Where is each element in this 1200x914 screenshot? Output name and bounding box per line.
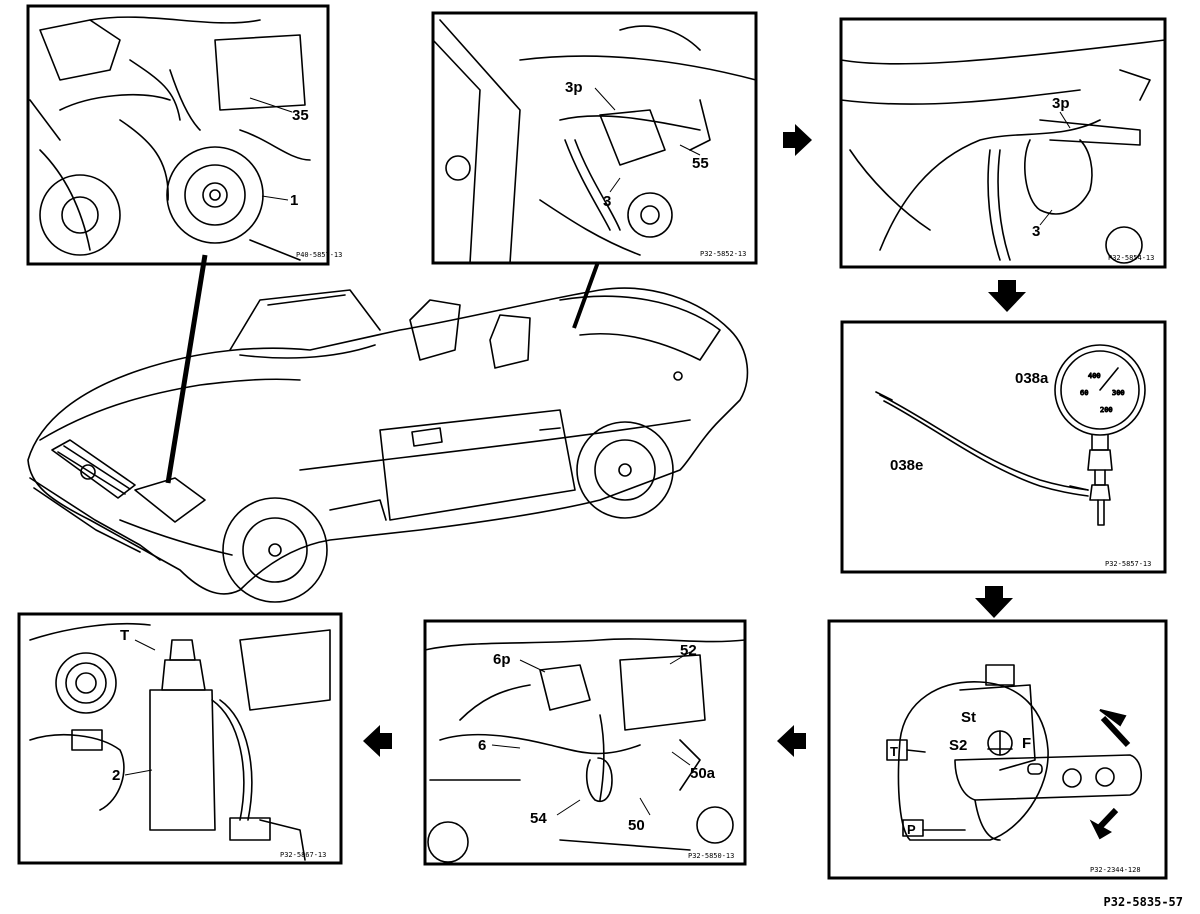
panel-engine: 35 1 P40-5857-13 <box>26 4 342 266</box>
panel-gauge: 400 60 300 200 038a 038e P32-5857-13 <box>840 320 1167 574</box>
panel-selector: St S2 F T P P32-2344-128 <box>827 619 1168 880</box>
panel-reservoir-ref: P32-5867-13 <box>280 851 326 859</box>
panel-reservoir-label-2: 2 <box>112 767 120 784</box>
arrow-left-icon <box>363 725 392 757</box>
panel-selector-label-p: P <box>907 822 916 837</box>
arrow-right-icon <box>783 124 812 156</box>
svg-text:60: 60 <box>1080 389 1088 397</box>
panel-gauge-label-038a: 038a <box>1015 370 1049 387</box>
panel-pump: 6p 52 6 50a 54 50 P32-5850-13 <box>423 619 747 866</box>
panel-selector-label-s2: S2 <box>949 737 967 754</box>
panel-engine-label-35: 35 <box>292 107 309 124</box>
panel-rear-ref: P32-5852-13 <box>700 250 746 258</box>
panel-pump-label-52: 52 <box>680 642 697 659</box>
panel-pump-ref: P32-5850-13 <box>688 852 734 860</box>
panel-rear-label-3: 3 <box>603 193 611 210</box>
panel-pump-label-50a: 50a <box>690 765 716 782</box>
panel-selector-label-st: St <box>961 709 976 726</box>
car-illustration <box>27 254 749 603</box>
panel-pump-label-54: 54 <box>530 810 547 827</box>
panel-valve: 3p 3 P32-5854-13 <box>839 17 1167 269</box>
panel-engine-label-1: 1 <box>290 192 298 209</box>
panel-gauge-label-038e: 038e <box>890 457 923 474</box>
figure-reference: P32-5835-57 <box>1104 895 1183 909</box>
svg-text:300: 300 <box>1112 389 1125 397</box>
svg-text:400: 400 <box>1088 372 1101 380</box>
panel-valve-label-3: 3 <box>1032 223 1040 240</box>
svg-text:200: 200 <box>1100 406 1113 414</box>
panel-engine-ref: P40-5857-13 <box>296 251 342 259</box>
panel-valve-label-3p: 3p <box>1052 95 1070 112</box>
panel-selector-ref: P32-2344-128 <box>1090 866 1141 874</box>
panel-selector-label-t: T <box>890 744 898 759</box>
panel-pump-label-6p: 6p <box>493 651 511 668</box>
panel-rear-label-3p: 3p <box>565 79 583 96</box>
panel-reservoir: T 2 P32-5867-13 <box>17 612 343 865</box>
arrow-down-icon <box>975 586 1013 618</box>
panel-gauge-ref: P32-5857-13 <box>1105 560 1151 568</box>
panel-selector-label-f: F <box>1022 735 1031 752</box>
panel-reservoir-label-t: T <box>120 627 129 644</box>
panel-pump-label-50: 50 <box>628 817 645 834</box>
arrow-down-icon <box>988 280 1026 312</box>
flow-arrows <box>363 124 1026 757</box>
panel-valve-ref: P32-5854-13 <box>1108 254 1154 262</box>
panel-pump-label-6: 6 <box>478 737 486 754</box>
panel-rear-label-55: 55 <box>692 155 709 172</box>
panel-rear: 3p 55 3 P32-5852-13 <box>431 11 758 265</box>
arrow-left-icon <box>777 725 806 757</box>
